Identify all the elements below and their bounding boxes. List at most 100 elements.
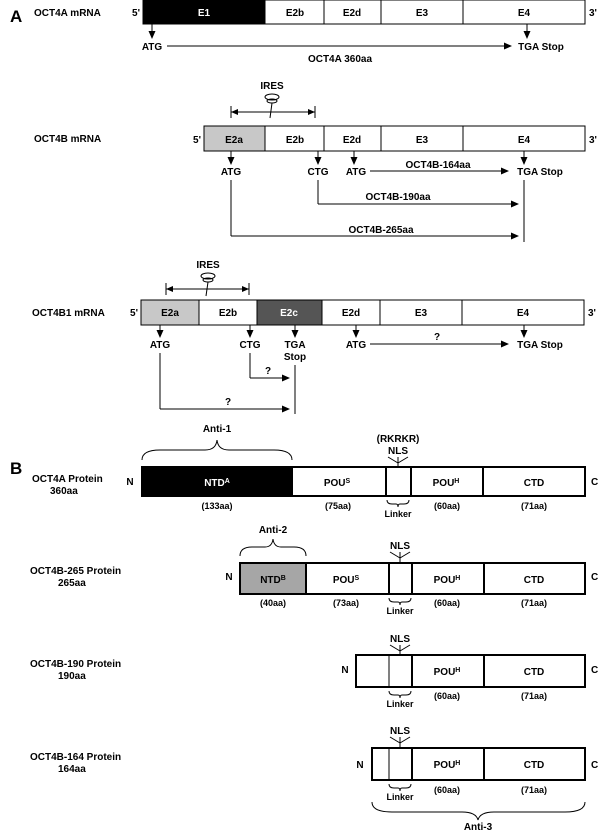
oct4a-exon-e2d	[323, 0, 382, 25]
oct4b-atg2-label: ATG	[346, 167, 367, 178]
oct4b-265-label: OCT4B-265aa	[348, 225, 413, 236]
oct4b190-linker-domain	[355, 654, 413, 688]
oct4b-atg-label: ATG	[221, 167, 242, 178]
oct4b164-ctd-label: CTD	[524, 760, 545, 771]
oct4b265-pou-h-label: POUH	[434, 575, 461, 587]
oct4b190-nls-label: NLS	[390, 634, 410, 645]
oct4b265-protein-length: 265aa	[58, 578, 86, 589]
oct4b-164-label: OCT4B-164aa	[405, 160, 470, 171]
oct4b-exon-e4-label: E4	[518, 135, 531, 146]
oct4a-pou-s-label: POUS	[324, 478, 351, 490]
anti1-brace	[141, 439, 293, 461]
panel-a-letter: A	[10, 7, 22, 26]
oct4b190-pou-h-label: POUH	[434, 667, 461, 679]
oct4b265-linker-domain	[388, 562, 413, 595]
oct4a-protein-name: OCT4A Protein	[32, 474, 103, 485]
oct4b-ires-label: IRES	[260, 81, 284, 92]
oct4b164-ctd-domain	[483, 747, 586, 781]
oct4a-linker-brace	[386, 499, 410, 508]
oct4a-ntd-size: (133aa)	[201, 501, 232, 511]
oct4a-exon-e1	[142, 0, 266, 25]
oct4b-exon-e4	[462, 125, 586, 152]
oct4b1-3prime: 3'	[588, 308, 596, 319]
oct4b164-n-terminus: N	[356, 760, 363, 771]
oct4a-3prime: 3'	[589, 8, 597, 19]
oct4b1-tga-label: TGA	[284, 340, 305, 351]
oct4b265-ctd-label: CTD	[524, 575, 545, 586]
oct4a-exon-e2d-label: E2d	[343, 8, 361, 19]
oct4a-ntd-label: NTDA	[204, 478, 230, 490]
oct4a-exon-e3	[380, 0, 464, 25]
oct4a-atg-label: ATG	[142, 42, 163, 53]
oct4b164-pou-h-domain	[411, 747, 485, 781]
oct4a-exon-e4-label: E4	[518, 8, 531, 19]
oct4a-mrna-label: OCT4A mRNA	[34, 8, 101, 19]
oct4b164-c-terminus: C	[591, 760, 598, 771]
oct4a-exon-e3-label: E3	[416, 8, 429, 19]
oct4b-ires-icon	[264, 93, 280, 119]
oct4a-5prime: 5'	[132, 8, 140, 19]
oct4b190-c-terminus: C	[591, 665, 598, 676]
oct4b265-pou-h-domain	[411, 562, 485, 595]
oct4b265-protein: Anti-2 NLS OCT4B-265 Protein 265aa N NTD…	[30, 525, 598, 616]
oct4a-exon-e2b-label: E2b	[286, 8, 304, 19]
oct4b164-pou-h-size: (60aa)	[434, 785, 460, 795]
oct4a-stop-label: TGA Stop	[518, 42, 564, 53]
oct4b1-ctg-label: CTG	[239, 340, 260, 351]
oct4a-pou-s-size: (75aa)	[325, 501, 351, 511]
oct4b265-pou-s-label: POUS	[333, 575, 360, 587]
oct4b-exon-e2d-label: E2d	[343, 135, 361, 146]
oct4b190-linker-brace	[388, 690, 412, 699]
oct4b1-exon-e4	[461, 299, 585, 326]
oct4b1-exon-e2a-label: E2a	[161, 308, 179, 319]
oct4a-pou-h-domain	[410, 466, 484, 497]
oct4b1-ires-label: IRES	[196, 260, 220, 271]
oct4b265-linker-label: Linker	[386, 606, 414, 616]
oct4b190-ctd-size: (71aa)	[521, 691, 547, 701]
oct4b190-ctd-label: CTD	[524, 667, 545, 678]
oct4b1-atg-label: ATG	[150, 340, 171, 351]
oct4b190-linker-label: Linker	[386, 699, 414, 709]
oct4b1-5prime: 5'	[130, 308, 138, 319]
oct4b190-ctd-domain	[483, 654, 586, 688]
anti2-label: Anti-2	[259, 525, 288, 536]
oct4b265-n-terminus: N	[225, 572, 232, 583]
oct4a-mrna: OCT4A mRNA 5' E1 E2b E2d E3 E4 3' ATG TG…	[34, 0, 597, 65]
oct4b1-exon-e3-label: E3	[415, 308, 428, 319]
oct4b1-ctg-unknown: ?	[265, 366, 271, 377]
panel-b-letter: B	[10, 459, 22, 478]
oct4a-linker-label: Linker	[384, 509, 412, 519]
oct4a-ntd-domain	[141, 466, 293, 497]
oct4b265-c-terminus: C	[591, 572, 598, 583]
oct4b1-atg-unknown: ?	[225, 397, 231, 408]
oct4b164-protein-length: 164aa	[58, 764, 86, 775]
oct4b1-atg2-unknown: ?	[434, 332, 440, 343]
oct4b265-nls-label: NLS	[390, 541, 410, 552]
oct4b265-protein-name: OCT4B-265 Protein	[30, 566, 121, 577]
oct4b1-exon-e2b-label: E2b	[219, 308, 237, 319]
oct4b1-mrna-label: OCT4B1 mRNA	[32, 308, 105, 319]
oct4b-mrna-label: OCT4B mRNA	[34, 134, 101, 145]
oct4b265-linker-brace	[388, 597, 412, 606]
oct4b1-mrna: IRES OCT4B1 mRNA 5' E2a E2b E2c E2d E3 E…	[32, 260, 596, 414]
oct4a-exon-e2b	[264, 0, 325, 25]
anti3-brace	[371, 801, 586, 821]
oct4b1-stop2-label: TGA Stop	[517, 340, 563, 351]
oct4b164-linker-label: Linker	[386, 792, 414, 802]
oct4b-exon-e2b-label: E2b	[286, 135, 304, 146]
oct4b1-ires-icon	[200, 272, 216, 297]
oct4b190-protein-name: OCT4B-190 Protein	[30, 659, 121, 670]
oct4b265-ctd-size: (71aa)	[521, 598, 547, 608]
oct4b-exon-e3-label: E3	[416, 135, 429, 146]
oct4b164-nls-label: NLS	[390, 726, 410, 737]
oct4b265-ntd-domain	[239, 562, 307, 595]
oct4b1-exon-e2a	[140, 299, 200, 326]
oct4b265-ntd-size: (40aa)	[260, 598, 286, 608]
oct4b190-pou-h-size: (60aa)	[434, 691, 460, 701]
oct4b265-ctd-domain	[483, 562, 586, 595]
anti2-brace	[239, 538, 307, 557]
oct4b-mrna: IRES OCT4B mRNA 5' E2a E2b E2d E3 E4 3' …	[34, 81, 597, 242]
oct4b265-pou-h-size: (60aa)	[434, 598, 460, 608]
oct4b265-ntd-label: NTDB	[260, 575, 286, 587]
